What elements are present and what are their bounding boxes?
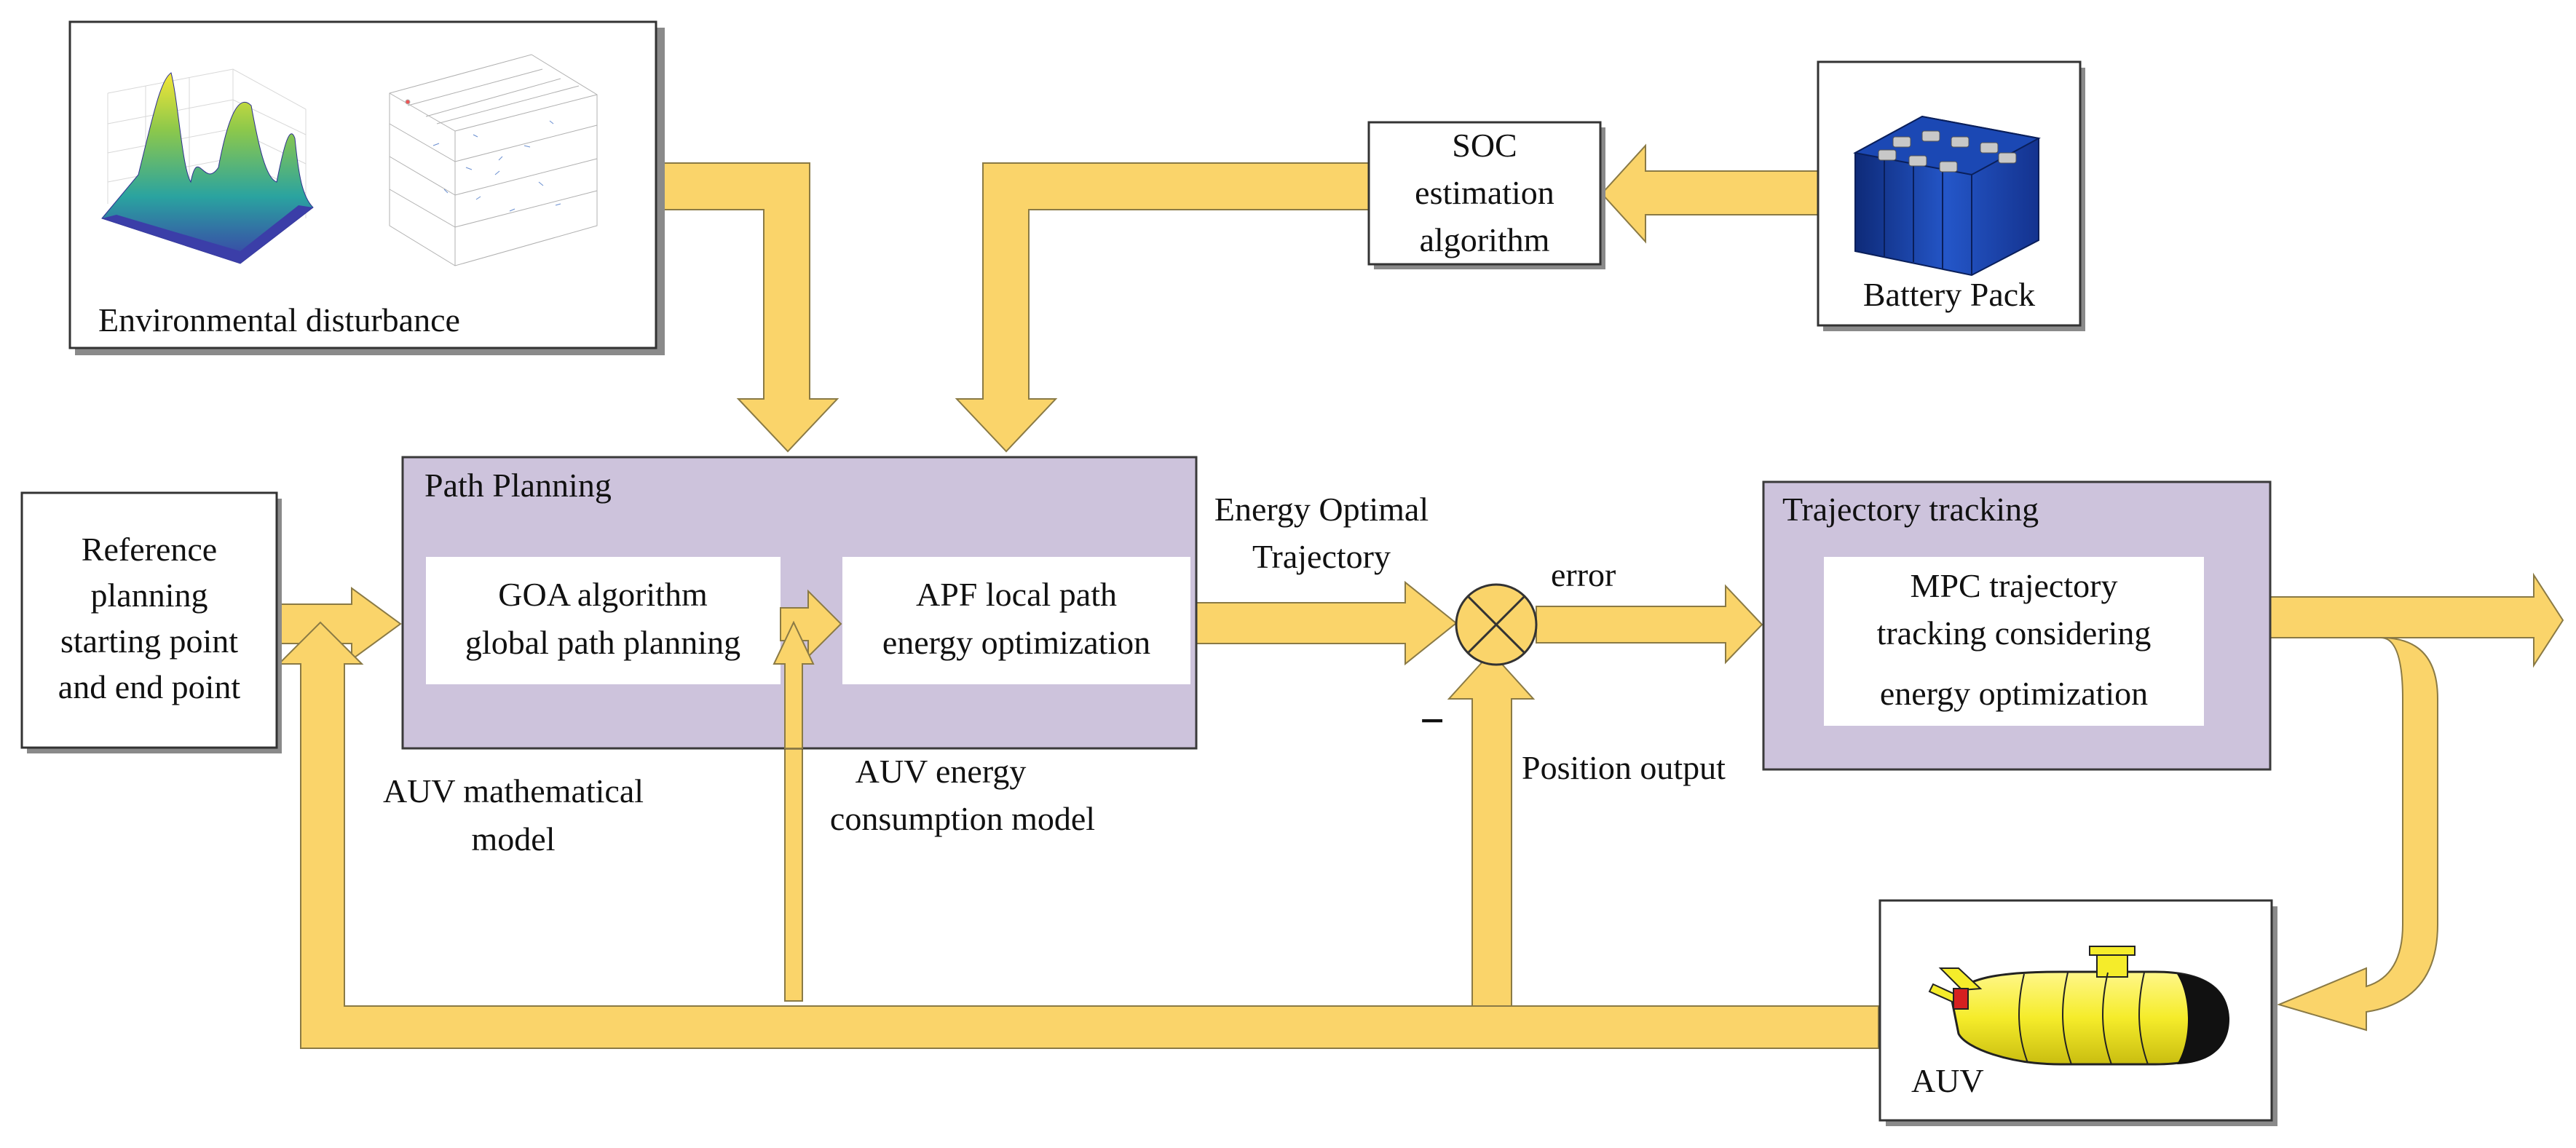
reference-line-4: and end point (58, 668, 241, 705)
env-box-label: Environmental disturbance (98, 301, 460, 339)
arrow-auv-feedback (277, 621, 1879, 1049)
auv-vehicle-image (1928, 946, 2229, 1066)
mpc-line-3: energy optimization (1880, 675, 2148, 712)
soc-line-1: SOC (1452, 127, 1517, 164)
energy-optimal-label-2: Trajectory (1252, 538, 1391, 575)
battery-pack-image (1853, 115, 2041, 277)
error-label: error (1551, 556, 1616, 593)
soc-line-2: estimation (1415, 174, 1554, 211)
env-box: Environmental disturbance (68, 20, 665, 355)
goa-line-1: GOA algorithm (498, 576, 708, 613)
goa-line-2: global path planning (465, 624, 740, 661)
reference-line-2: planning (91, 577, 208, 614)
battery-box: Battery Pack (1817, 60, 2085, 331)
auv-energy-model-label-1: AUV energy (856, 753, 1027, 790)
auv-math-model-label-1: AUV mathematical (383, 772, 644, 809)
soc-line-3: algorithm (1420, 221, 1550, 258)
arrow-planning-to-sum (1196, 580, 1458, 666)
reference-line-1: Reference (82, 531, 217, 568)
trajectory-tracking-title: Trajectory tracking (1782, 491, 2039, 528)
arrow-position-feedback (1447, 651, 1536, 1007)
battery-label: Battery Pack (1863, 276, 2035, 313)
arrow-energy-model-top (773, 620, 815, 749)
apf-line-2: energy optimization (882, 624, 1150, 661)
reference-line-3: starting point (60, 622, 238, 660)
auv-box: AUV (1878, 899, 2277, 1126)
position-output-label: Position output (1522, 749, 1726, 786)
apf-box (842, 557, 1190, 684)
soc-box: SOC estimation algorithm (1367, 121, 1605, 269)
vector-field-image (389, 54, 598, 266)
summing-junction (1455, 583, 1538, 666)
arrow-sum-to-tracking (1536, 584, 1763, 665)
trajectory-tracking-block: Trajectory tracking MPC trajectory track… (1762, 480, 2272, 771)
auv-label: AUV (1911, 1062, 1984, 1099)
mpc-box (1824, 557, 2204, 726)
reference-box: Reference planning starting point and en… (20, 491, 282, 753)
arrow-tracking-output (2269, 572, 2564, 668)
mpc-line-1: MPC trajectory (1911, 567, 2118, 604)
mpc-line-2: tracking considering (1877, 614, 2152, 652)
arrow-soc-to-planning (955, 162, 1370, 453)
energy-optimal-label-1: Energy Optimal (1214, 491, 1429, 528)
surface-plot-image (101, 68, 314, 264)
apf-line-1: APF local path (916, 576, 1117, 613)
arrow-env-to-planning (657, 162, 839, 453)
path-planning-title: Path Planning (424, 467, 612, 504)
goa-box (426, 557, 781, 684)
minus-sign: − (1420, 697, 1445, 745)
arrow-battery-to-soc (1600, 143, 1819, 244)
auv-energy-model-label-2: consumption model (830, 800, 1095, 837)
arrow-tracking-to-auv (2277, 637, 2438, 1032)
auv-math-model-label-2: model (472, 820, 556, 858)
